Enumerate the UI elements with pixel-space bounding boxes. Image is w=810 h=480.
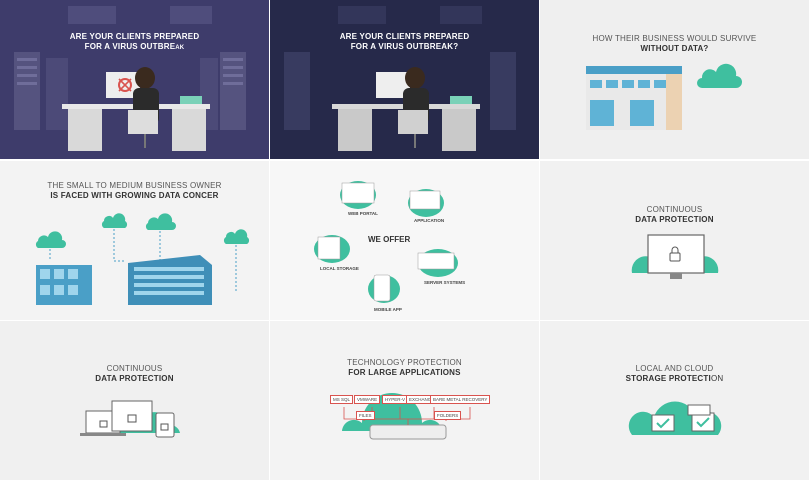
title-line-1: CONTINUOUS — [646, 205, 703, 214]
title-line-1: HOW THEIR BUSINESS WOULD SURVIVE — [592, 34, 757, 43]
storage-cloud-illustration — [628, 401, 722, 435]
lock-icon — [671, 246, 679, 253]
title-line-1: ARE YOUR CLIENTS PREPARED — [339, 32, 470, 41]
panel-continuous-protection-1: CONTINUOUS DATA PROTECTION — [540, 161, 809, 320]
title-line-2: WITHOUT DATA? — [640, 44, 709, 53]
title-line-2-fading: AK — [175, 45, 185, 51]
server-systems-label: SERVER SYSTEMS — [424, 280, 466, 285]
title-line-2-fading: ON — [710, 374, 724, 383]
title-line-2: IS FACED WITH GROWING DATA CONCER — [50, 191, 219, 200]
cloud-icon — [101, 213, 128, 228]
title-line-1: ARE YOUR CLIENTS PREPARED — [69, 32, 200, 41]
title-line-2: FOR LARGE APPLICATIONS — [348, 368, 461, 377]
server-tags-illustration — [342, 393, 471, 440]
title-line-2: STORAGE PROTECTION — [540, 374, 809, 384]
panel-title: TECHNOLOGY PROTECTION FOR LARGE APPLICAT… — [270, 358, 539, 378]
tag-ms-sql: MS SQL — [330, 395, 354, 404]
checkmark-icon — [656, 418, 670, 429]
panel-technology-protection: TECHNOLOGY PROTECTION FOR LARGE APPLICAT… — [270, 321, 539, 480]
panel-virus-outbreak-1: ARE YOUR CLIENTS PREPARED FOR A VIRUS OU… — [0, 0, 269, 159]
title-line-2-main: FOR A VIRUS OUTBRE — [84, 42, 176, 51]
panel-title: ARE YOUR CLIENTS PREPARED FOR A VIRUS OU… — [270, 32, 539, 52]
panel-title: THE SMALL TO MEDIUM BUSINESS OWNER IS FA… — [0, 181, 269, 201]
title-line-2: DATA PROTECTION — [95, 374, 174, 383]
panel-title: CONTINUOUS DATA PROTECTION — [0, 364, 269, 384]
lock-icon — [99, 420, 108, 428]
tag-vmware: VMWARE — [354, 395, 381, 404]
we-offer-heading: WE OFFER — [368, 235, 411, 244]
mobile-app-label: MOBILE APP — [374, 307, 402, 312]
title-line-1: CONTINUOUS — [106, 364, 163, 373]
tag-folders: FOLDERS — [434, 411, 462, 420]
lock-icon — [160, 423, 169, 431]
panel-continuous-protection-2: CONTINUOUS DATA PROTECTION — [0, 321, 269, 480]
web-portal-label: WEB PORTAL — [348, 211, 378, 216]
panel-title: HOW THEIR BUSINESS WOULD SURVIVE WITHOUT… — [540, 34, 809, 54]
lock-icon — [127, 414, 137, 423]
tag-hyper-v: HYPER-V — [382, 395, 409, 404]
cloud-icon — [223, 229, 250, 244]
panel-local-cloud-storage: LOCAL AND CLOUD STORAGE PROTECTION — [540, 321, 809, 480]
title-line-1: THE SMALL TO MEDIUM BUSINESS OWNER — [47, 181, 222, 190]
tag-bare-metal-recovery: BARE METAL RECOVERY — [430, 395, 491, 404]
title-line-1: LOCAL AND CLOUD — [635, 364, 714, 373]
panel-we-offer: WE OFFER WEB PORTAL APPLICATION LOCAL ST… — [270, 161, 539, 320]
title-line-2: FOR A VIRUS OUTBREAK — [0, 42, 269, 53]
title-line-2: FOR A VIRUS OUTBREAK? — [350, 42, 459, 51]
panel-title: LOCAL AND CLOUD STORAGE PROTECTION — [540, 364, 809, 384]
application-label: APPLICATION — [414, 218, 445, 223]
cloud-icon — [145, 213, 176, 230]
office-scene-illustration — [284, 6, 516, 151]
panel-smb-owner: THE SMALL TO MEDIUM BUSINESS OWNER IS FA… — [0, 161, 269, 320]
cloud-icon — [35, 231, 66, 248]
title-line-1: TECHNOLOGY PROTECTION — [347, 358, 462, 367]
tag-files: FILES — [356, 411, 375, 420]
cloud-icon — [342, 393, 442, 431]
monitor-cloud-illustration — [631, 234, 719, 279]
title-line-2: DATA PROTECTION — [635, 215, 714, 224]
offerings-illustration — [314, 181, 458, 303]
local-storage-label: LOCAL STORAGE — [320, 266, 359, 271]
panel-survive-without-data: HOW THEIR BUSINESS WOULD SURVIVE WITHOUT… — [540, 0, 809, 159]
panel-virus-outbreak-2: ARE YOUR CLIENTS PREPARED FOR A VIRUS OU… — [270, 0, 539, 159]
cloud-icon — [697, 63, 742, 88]
building-cloud-illustration — [586, 63, 742, 130]
panel-title: CONTINUOUS DATA PROTECTION — [540, 205, 809, 225]
office-scene-illustration — [14, 6, 246, 151]
devices-cloud-illustration — [80, 400, 180, 438]
panel-title: ARE YOUR CLIENTS PREPARED FOR A VIRUS OU… — [0, 32, 269, 53]
buildings-clouds-illustration — [35, 213, 250, 305]
checkmark-icon — [696, 417, 710, 428]
title-line-2-main: STORAGE PROTECTI — [625, 374, 711, 383]
